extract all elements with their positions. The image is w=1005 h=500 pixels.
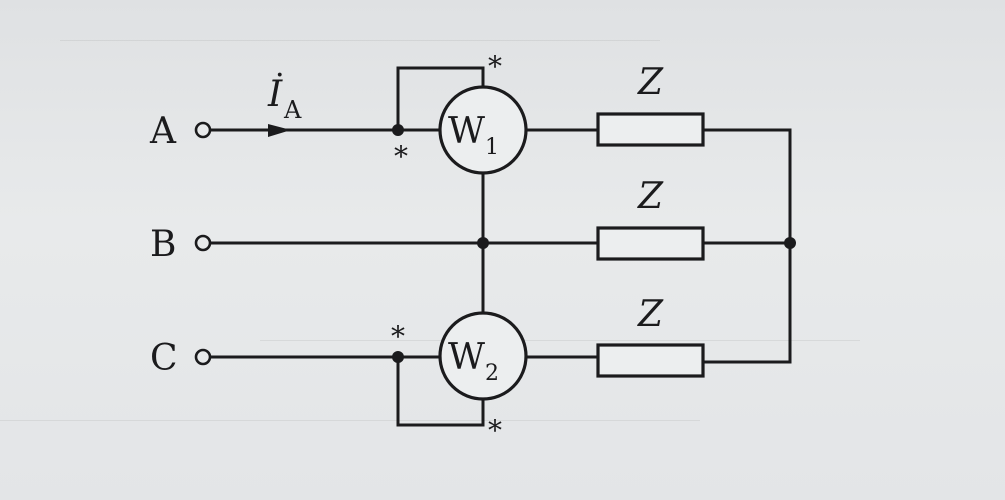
- load-z2: Z: [596, 176, 705, 261]
- wattmeter-w1-letter: W: [448, 111, 485, 152]
- terminal-a: [194, 121, 212, 139]
- terminal-c: [194, 348, 212, 366]
- wattmeter-w2: W 2: [438, 311, 528, 401]
- current-symbol: I: [267, 74, 283, 115]
- load-z1-resistor: [596, 112, 705, 147]
- w2-polarity-mark-current: *: [391, 320, 405, 353]
- phase-c-line: [208, 355, 792, 364]
- w2-polarity-mark-voltage: *: [488, 414, 502, 447]
- load-z3: Z: [596, 294, 705, 378]
- junction-node-a: [392, 124, 404, 136]
- current-phasor-dot: ·: [275, 58, 285, 93]
- wattmeter-w2-index: 2: [485, 361, 499, 386]
- current-label: · I A: [267, 58, 302, 124]
- load-z2-resistor: [596, 226, 705, 261]
- load-z1: Z: [596, 62, 705, 147]
- wattmeter-w1: W 1: [438, 85, 528, 175]
- bleed-through-texture: [0, 40, 860, 421]
- load-z3-label: Z: [637, 294, 664, 335]
- load-z3-resistor: [596, 343, 705, 378]
- star-point-node: [784, 237, 796, 249]
- terminal-b-label: B: [150, 224, 176, 265]
- w2-voltage-coil-loop: [396, 355, 485, 427]
- junction-node-c: [392, 351, 404, 363]
- load-z1-label: Z: [637, 62, 664, 103]
- current-subscript: A: [283, 96, 302, 124]
- current-arrow-icon: [268, 124, 291, 137]
- load-z2-label: Z: [637, 176, 664, 217]
- terminal-a-label: A: [149, 111, 177, 152]
- w1-polarity-mark-voltage: *: [488, 50, 502, 83]
- w1-voltage-coil-loop: [396, 66, 485, 132]
- wattmeter-w1-index: 1: [485, 135, 499, 160]
- w1-polarity-mark-current: *: [394, 140, 408, 173]
- terminal-c-label: C: [150, 338, 178, 379]
- wattmeter-w1-body: [438, 85, 528, 175]
- wattmeter-w2-letter: W: [448, 337, 485, 378]
- wattmeter-w2-body: [438, 311, 528, 401]
- terminal-b: [194, 234, 212, 252]
